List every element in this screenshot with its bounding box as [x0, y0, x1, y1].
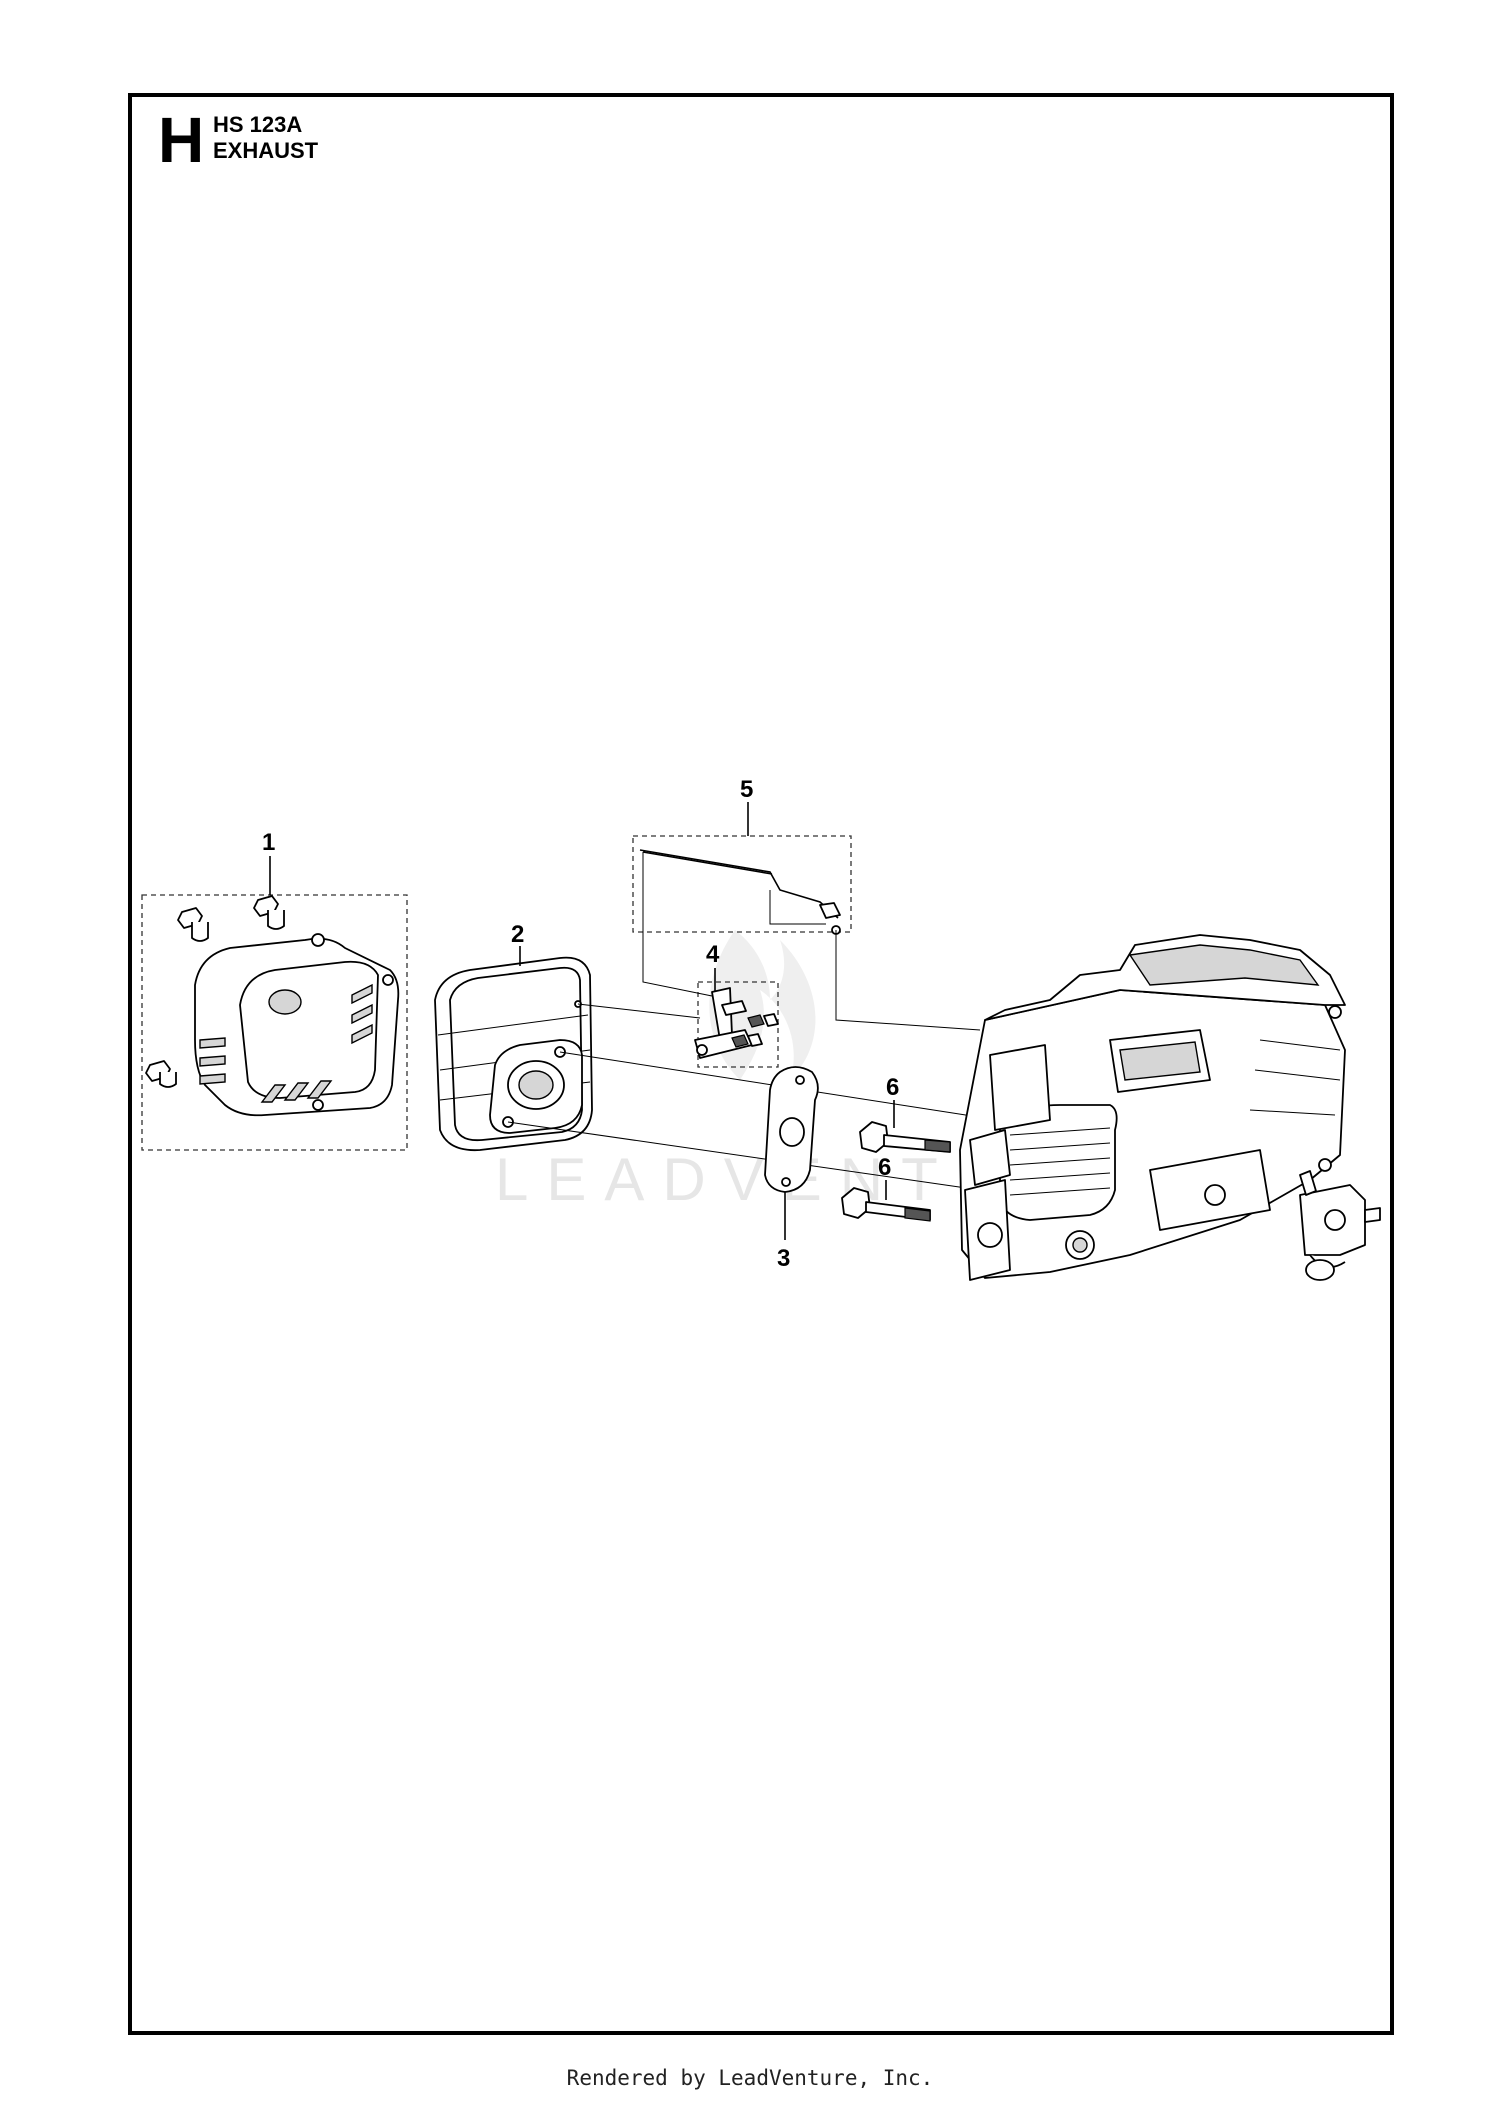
part-muffler[interactable]	[434, 956, 593, 1152]
part-throttle-link[interactable]	[632, 835, 852, 935]
callout-6-upper[interactable]: 6	[886, 1074, 899, 1101]
callout-6-lower[interactable]: 6	[878, 1154, 891, 1181]
carburetor	[1299, 1170, 1381, 1281]
callout-5[interactable]: 5	[740, 776, 753, 803]
footer-credit: Rendered by LeadVenture, Inc.	[566, 2066, 934, 2090]
part-heat-shield[interactable]	[141, 894, 408, 1151]
part-1-group-box	[141, 894, 408, 1151]
model-number: HS 123A	[213, 112, 303, 137]
engine-block	[959, 934, 1346, 1281]
part-gasket[interactable]	[764, 1066, 819, 1193]
callout-3[interactable]: 3	[777, 1245, 790, 1272]
diagram-frame	[128, 93, 1394, 2035]
callout-2[interactable]: 2	[511, 921, 524, 948]
section-letter: H	[158, 104, 205, 176]
callout-4[interactable]: 4	[706, 941, 720, 968]
heat-shield-bolts[interactable]	[145, 895, 285, 1088]
leader-line	[577, 1003, 701, 1019]
section-title: EXHAUST	[213, 138, 319, 163]
part-stud-lower[interactable]	[841, 1187, 931, 1222]
part-5-group-box	[632, 835, 852, 933]
part-4-group-box	[697, 981, 779, 1068]
callout-1[interactable]: 1	[262, 829, 275, 856]
bracket-screws[interactable]	[731, 1013, 779, 1048]
part-stud-upper[interactable]	[859, 1121, 951, 1153]
leader-line	[507, 1121, 981, 1191]
part-bracket[interactable]	[694, 981, 779, 1068]
